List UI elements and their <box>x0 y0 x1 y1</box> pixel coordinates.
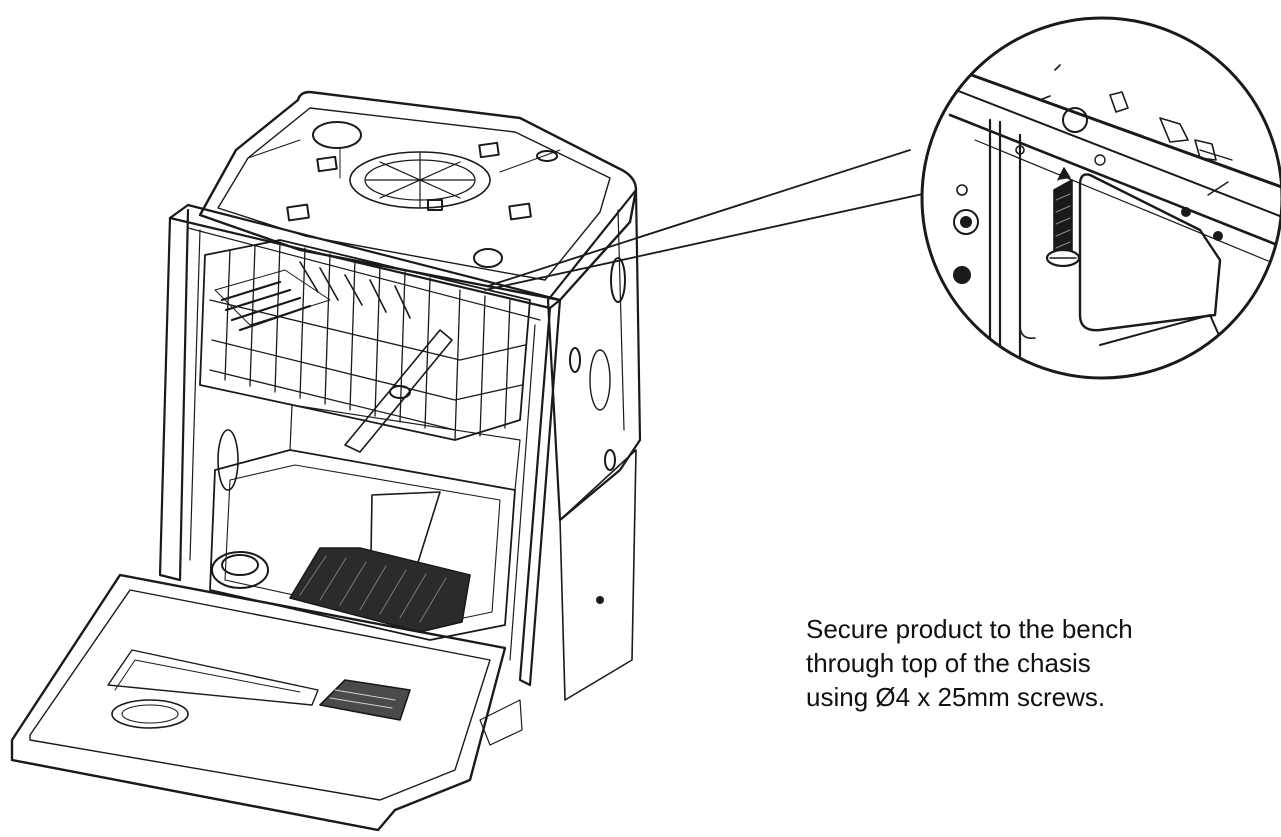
instruction-line-3: using Ø4 x 25mm screws. <box>806 682 1106 712</box>
upper-spray-arm <box>344 329 453 453</box>
cabinet-right-side <box>546 188 642 522</box>
installation-instruction: Secure product to the bench through top … <box>806 612 1246 714</box>
filter-mesh <box>289 547 471 633</box>
instruction-line-2: through top of the chasis <box>806 648 1091 678</box>
instruction-line-1: Secure product to the bench <box>806 614 1133 644</box>
detergent-dispenser <box>319 679 411 721</box>
dishwasher-illustration <box>10 90 642 832</box>
magnified-detail-callout <box>920 16 1281 380</box>
open-door <box>10 573 507 832</box>
front-frame <box>158 203 562 687</box>
upper-rack <box>199 239 531 441</box>
callout-leader-lines <box>484 149 933 291</box>
side-installation-panel <box>479 449 637 746</box>
screw <box>1045 167 1081 268</box>
cabinet-top-panel <box>198 90 638 302</box>
